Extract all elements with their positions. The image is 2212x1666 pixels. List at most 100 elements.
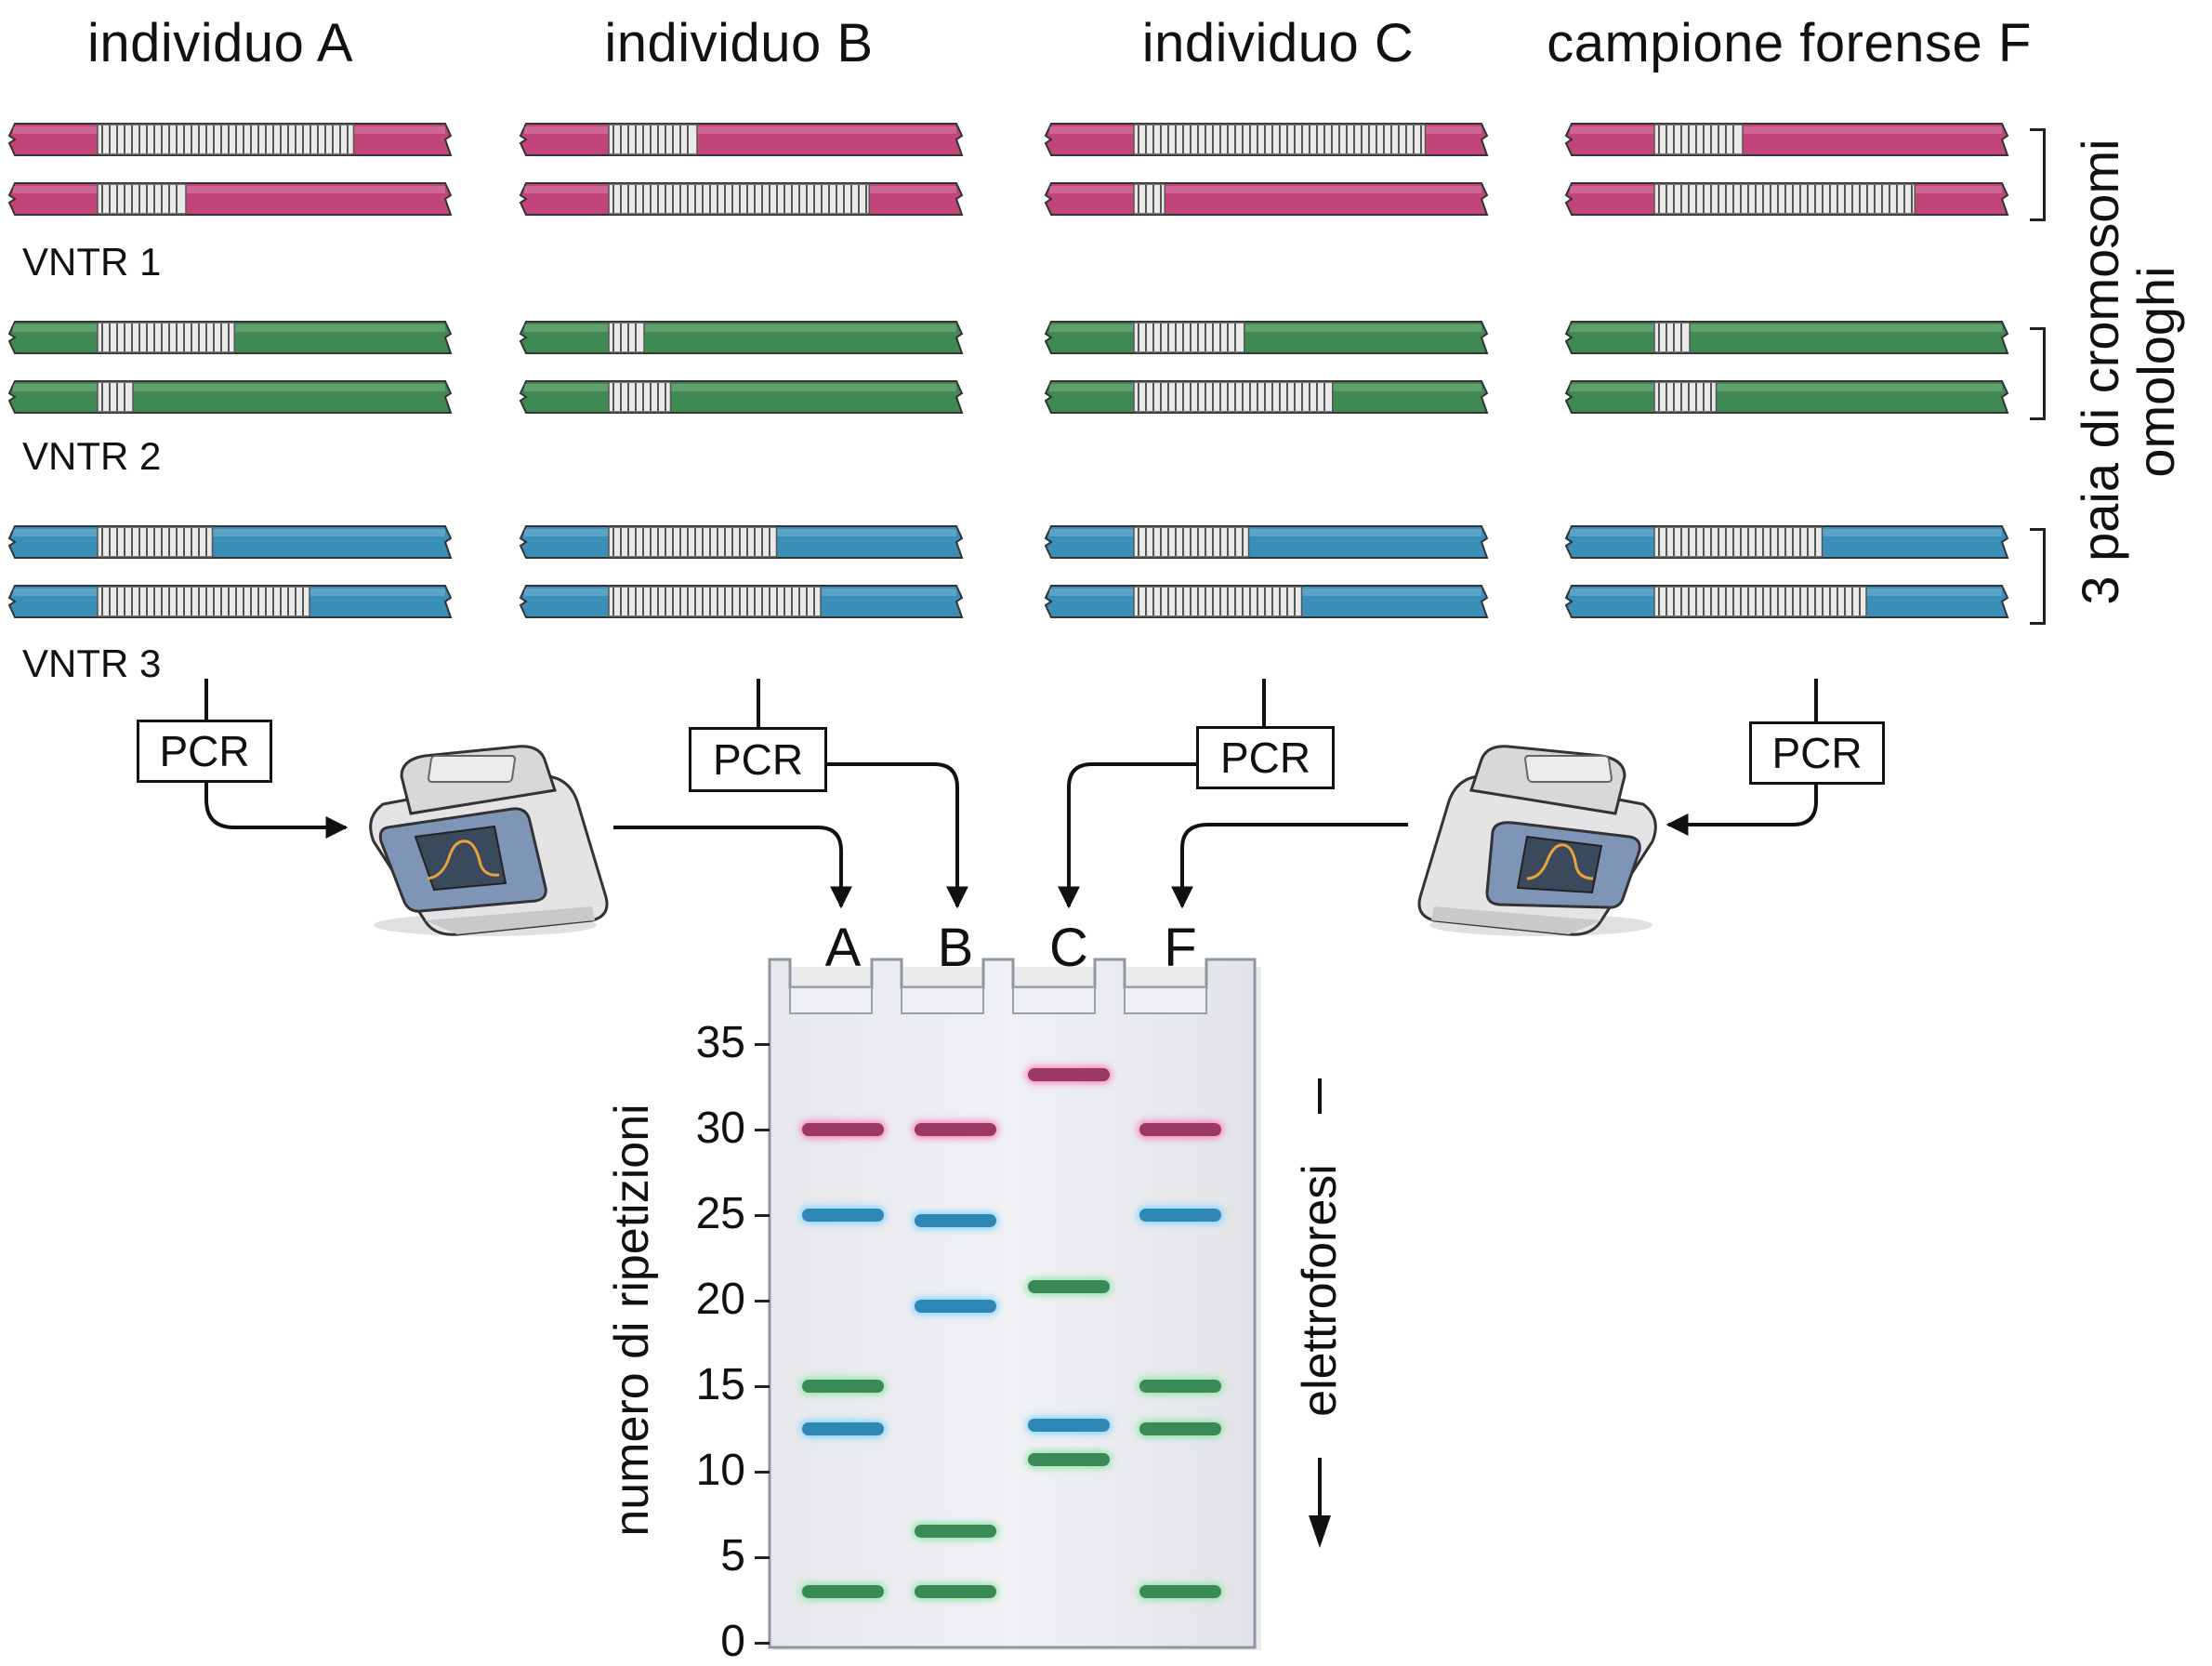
chromosome-vntr2-a-2 <box>7 380 453 414</box>
y-tick-5 <box>755 1555 770 1559</box>
pcr-label: PCR <box>712 735 804 784</box>
y-tick-label-5: 5 <box>720 1531 745 1580</box>
lane-label-c: C <box>1049 918 1088 978</box>
gel-band-b-2 <box>915 1213 996 1227</box>
pcr-label: PCR <box>1771 729 1863 777</box>
vntr-repeat-region <box>609 125 697 154</box>
vntr-repeat-region <box>98 125 354 154</box>
gel-band-b-4 <box>915 1525 996 1539</box>
vntr-repeat-region <box>1654 382 1717 412</box>
chromosome-vntr2-b-1 <box>519 321 964 354</box>
gel-band-a-1 <box>802 1123 884 1136</box>
vntr-repeat-region <box>98 184 186 214</box>
column-title-b: individuo B <box>604 13 874 73</box>
gel-band-f-3 <box>1139 1380 1221 1393</box>
y-tick-20 <box>755 1299 770 1302</box>
vntr-repeat-region <box>98 323 235 352</box>
gel-band-b-5 <box>915 1584 996 1598</box>
y-tick-25 <box>755 1213 770 1217</box>
chromosome-vntr2-f-1 <box>1564 321 2009 354</box>
y-axis-title: numero di ripetizioni <box>605 1104 659 1537</box>
vntr-repeat-region <box>1654 527 1823 557</box>
pcr-label: PCR <box>1219 734 1311 782</box>
bracket-vntr-3 <box>2030 528 2046 625</box>
gel-band-f-4 <box>1139 1422 1221 1435</box>
vntr-2-label: VNTR 2 <box>22 434 162 478</box>
vntr-1-label: VNTR 1 <box>22 240 162 284</box>
arrow-c-to-lane-c <box>1058 762 1196 909</box>
vntr-repeat-region <box>1654 323 1690 352</box>
well-b <box>901 986 984 1014</box>
gel-band-a-3 <box>802 1380 884 1393</box>
arrow-a-to-pcr-machine <box>204 783 349 839</box>
pcr-box-a: PCR <box>137 720 272 783</box>
thermocycler-icon-left <box>369 745 609 936</box>
well-a <box>789 986 873 1014</box>
vntr-repeat-region <box>1654 587 1866 616</box>
chromosome-vntr2-b-2 <box>519 380 964 414</box>
pcr-box-b: PCR <box>689 727 827 792</box>
chromosome-vntr3-b-2 <box>519 585 964 618</box>
gel-band-a-5 <box>802 1584 884 1598</box>
well-f <box>1124 986 1207 1014</box>
y-tick-30 <box>755 1128 770 1131</box>
vntr-3-label: VNTR 3 <box>22 641 162 685</box>
pcr-box-f: PCR <box>1749 721 1885 785</box>
y-tick-label-35: 35 <box>695 1018 745 1067</box>
gel-slab <box>768 958 1261 1650</box>
vntr-repeat-region <box>609 323 644 352</box>
y-tick-label-0: 0 <box>720 1617 745 1666</box>
chromosome-vntr3-c-2 <box>1044 585 1489 618</box>
homologous-pairs-label: 3 paia di cromosomi omologhi <box>2071 84 2185 660</box>
vntr-repeat-region <box>1134 323 1244 352</box>
chromosome-vntr1-a-2 <box>7 182 453 216</box>
gel-band-f-2 <box>1139 1209 1221 1222</box>
vntr-repeat-region <box>1134 587 1302 616</box>
gel-band-b-3 <box>915 1299 996 1313</box>
column-title-c: individuo C <box>1141 13 1415 73</box>
lane-label-a: A <box>824 918 862 978</box>
arrow-f-to-pcr-machine <box>1666 783 1818 836</box>
y-tick-label-15: 15 <box>695 1360 745 1409</box>
chromosome-vntr1-f-2 <box>1564 182 2009 216</box>
chromosome-vntr3-b-1 <box>519 525 964 559</box>
vntr-repeat-region <box>98 382 133 412</box>
chromosome-vntr2-c-2 <box>1044 380 1489 414</box>
chromosome-vntr2-f-2 <box>1564 380 2009 414</box>
gel-band-c-3 <box>1028 1419 1110 1433</box>
homologous-pairs-line2: omologhi <box>2126 266 2185 478</box>
chromosome-vntr1-b-2 <box>519 182 964 216</box>
y-tick-0 <box>755 1641 770 1645</box>
chromosome-vntr2-c-1 <box>1044 321 1489 354</box>
y-tick-label-20: 20 <box>695 1275 745 1324</box>
arrow-b-to-lane-b <box>827 762 968 909</box>
y-tick-35 <box>755 1042 770 1046</box>
y-tick-label-30: 30 <box>695 1104 745 1153</box>
y-tick-label-10: 10 <box>695 1446 745 1495</box>
vntr-repeat-region <box>98 587 309 616</box>
gel-band-a-4 <box>802 1422 884 1435</box>
vntr-repeat-region <box>609 587 821 616</box>
arrow-pcr-machine-to-lane-a <box>613 826 852 909</box>
chromosome-vntr3-c-1 <box>1044 525 1489 559</box>
chromosome-vntr1-f-1 <box>1564 123 2009 156</box>
y-tick-10 <box>755 1470 770 1474</box>
pcr-box-c: PCR <box>1196 726 1335 789</box>
arrow-pcr-machine-to-lane-f <box>1171 823 1408 909</box>
homologous-pairs-line1: 3 paia di cromosomi <box>2071 139 2129 605</box>
gel-band-b-1 <box>915 1123 996 1136</box>
gel-band-c-1 <box>1028 1068 1110 1082</box>
chromosome-vntr3-a-1 <box>7 525 453 559</box>
electrophoresis-label: elettroforesi <box>1293 1164 1347 1417</box>
y-tick-label-25: 25 <box>695 1189 745 1238</box>
gel-band-f-5 <box>1139 1584 1221 1598</box>
bracket-vntr-1 <box>2030 128 2046 221</box>
column-title-f: campione forense F <box>1547 13 2032 73</box>
chromosome-vntr3-f-2 <box>1564 585 2009 618</box>
vntr-repeat-region <box>609 527 777 557</box>
gel-band-f-1 <box>1139 1123 1221 1136</box>
thermocycler-icon-right <box>1417 745 1657 936</box>
chromosome-vntr1-c-1 <box>1044 123 1489 156</box>
chromosome-vntr3-f-1 <box>1564 525 2009 559</box>
electrophoresis-direction: elettroforesi <box>1292 1078 1348 1562</box>
